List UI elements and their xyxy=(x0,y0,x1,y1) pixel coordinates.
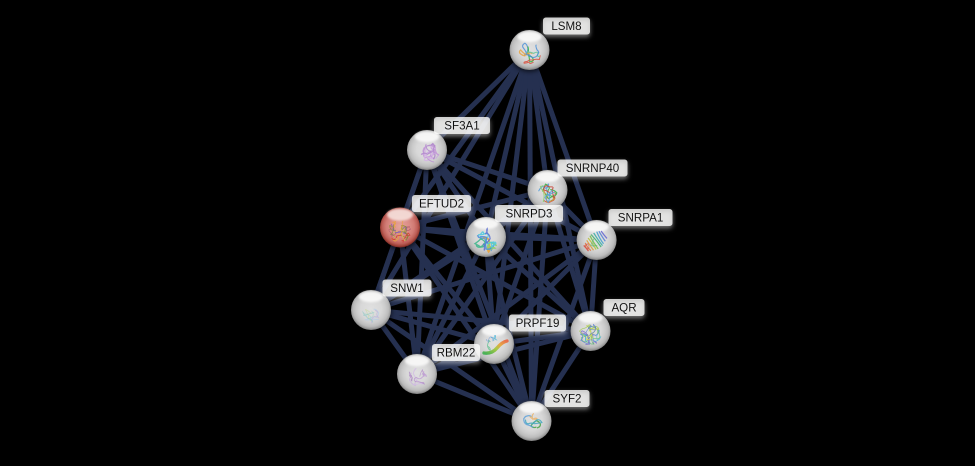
svg-text:SNRNP40: SNRNP40 xyxy=(566,162,619,175)
svg-text:SYF2: SYF2 xyxy=(553,393,582,406)
svg-text:SNW1: SNW1 xyxy=(390,282,424,295)
svg-text:SNRPD3: SNRPD3 xyxy=(505,208,552,221)
svg-text:EFTUD2: EFTUD2 xyxy=(419,198,464,211)
svg-text:SNRPA1: SNRPA1 xyxy=(618,212,664,225)
svg-text:SF3A1: SF3A1 xyxy=(444,120,479,133)
svg-text:LSM8: LSM8 xyxy=(551,20,581,33)
svg-text:AQR: AQR xyxy=(611,302,636,315)
svg-text:RBM22: RBM22 xyxy=(437,347,476,360)
svg-text:PRPF19: PRPF19 xyxy=(516,317,560,330)
